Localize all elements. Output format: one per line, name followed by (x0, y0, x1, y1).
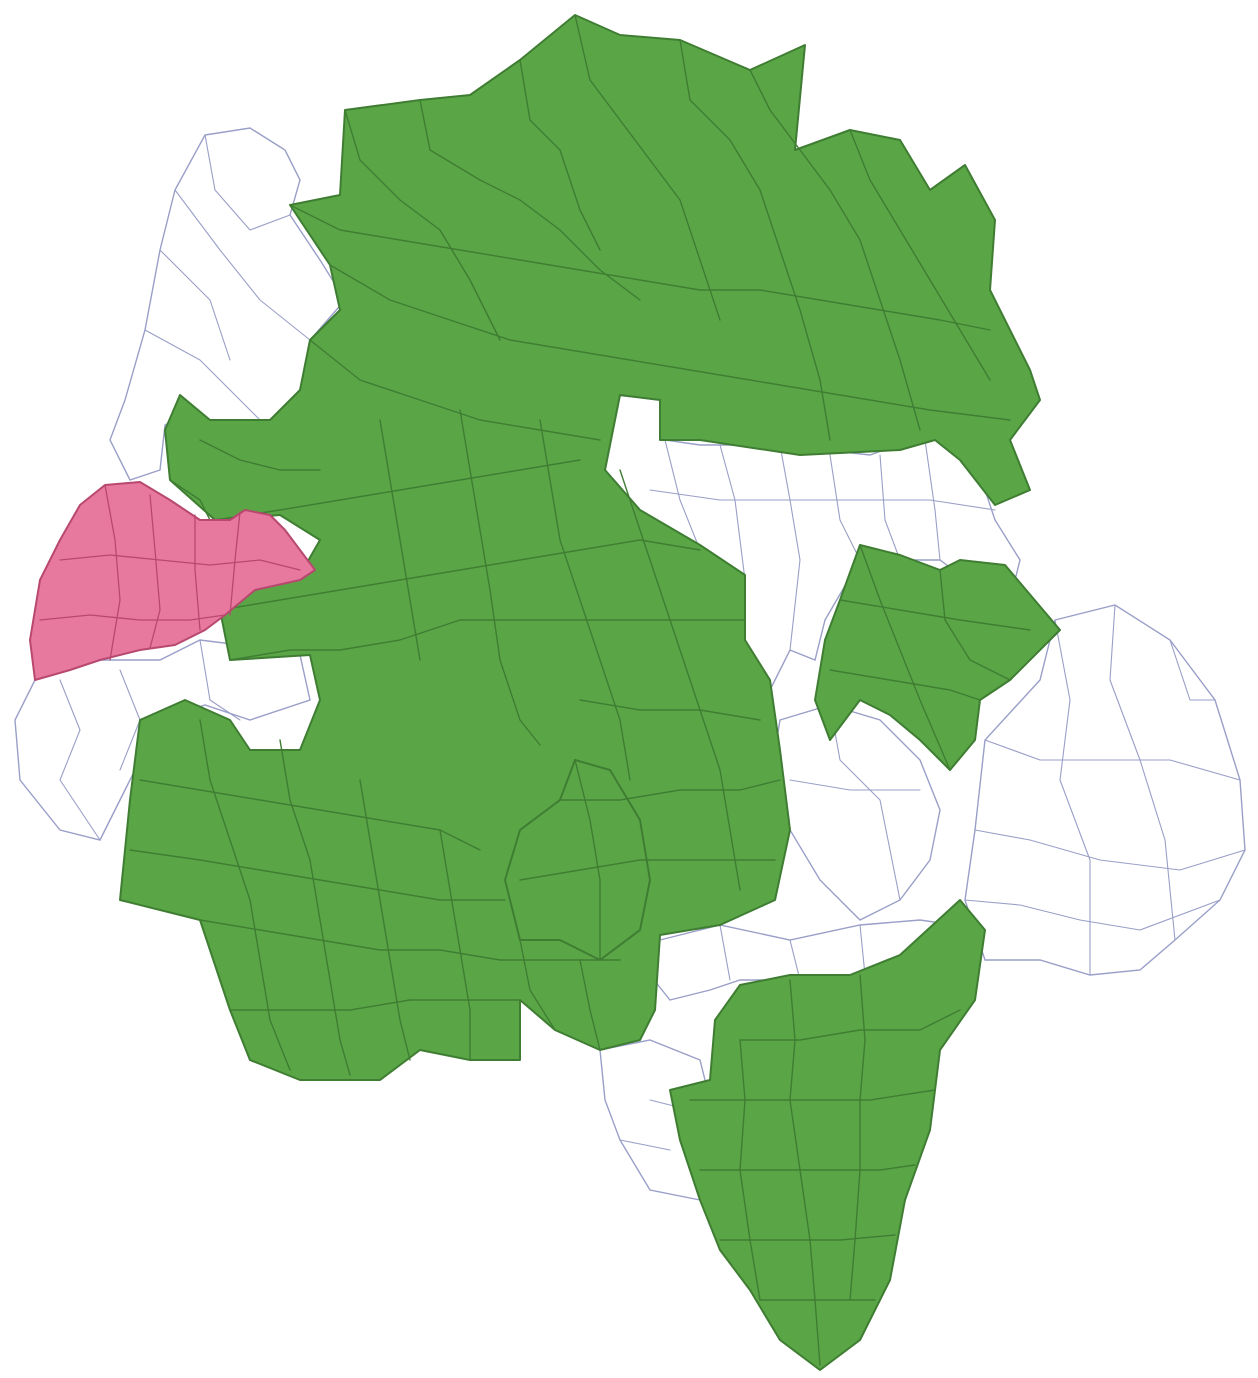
boundary-line (39, 614, 226, 621)
boundary-line (779, 444, 801, 651)
boundary-line (789, 939, 801, 981)
boundary-line (579, 699, 761, 721)
included-zone-southeast (669, 899, 986, 1371)
included-zones (119, 14, 1061, 1371)
boundary-line (574, 759, 601, 961)
boundary-line (344, 109, 501, 341)
boundary-line (859, 544, 951, 771)
boundary-line (539, 419, 631, 781)
boundary-line (579, 959, 601, 1051)
boundary-line (519, 939, 556, 1031)
boundary-line (879, 454, 901, 561)
highlighted-zone-boundaries (39, 484, 301, 661)
boundary-line (199, 719, 291, 1071)
boundary-line (619, 469, 741, 891)
boundary-line (59, 554, 301, 571)
boundary-line (229, 999, 521, 1011)
boundary-line (144, 329, 271, 431)
boundary-line (439, 829, 471, 1061)
boundary-line (359, 779, 411, 1061)
boundary-line (739, 1039, 761, 1301)
boundary-line (519, 59, 601, 251)
boundary-line (964, 899, 1221, 931)
boundary-line (849, 129, 991, 381)
boundary-line (829, 454, 861, 561)
boundary-line (59, 679, 101, 841)
boundary-line (1054, 619, 1091, 976)
boundary-line (329, 264, 1011, 421)
boundary-line (149, 494, 161, 649)
boundary-line (664, 439, 701, 551)
included-zone-east-cluster (814, 544, 1061, 771)
boundary-line (219, 539, 701, 611)
boundary-line (194, 514, 201, 631)
boundary-line (924, 439, 941, 561)
boundary-line (839, 599, 1031, 631)
boundary-line (129, 849, 506, 901)
boundary-line (519, 859, 776, 881)
boundary-line (379, 419, 421, 661)
boundary-line (689, 1089, 936, 1101)
boundary-line (984, 739, 1241, 781)
boundary-line (289, 204, 991, 331)
boundary-line (719, 924, 731, 981)
boundary-line (104, 484, 121, 661)
boundary-line (459, 409, 541, 746)
boundary-line (829, 669, 981, 701)
boundary-line (849, 974, 866, 1301)
boundary-line (199, 639, 241, 721)
boundary-line (279, 739, 351, 1076)
boundary-line (559, 779, 781, 801)
boundary-line (789, 979, 821, 1366)
boundary-line (649, 489, 996, 511)
boundary-line (199, 919, 621, 961)
excluded-zone-east (964, 604, 1246, 976)
boundary-line (309, 339, 601, 441)
boundary-line (974, 829, 1246, 871)
boundary-line (199, 439, 321, 471)
boundary-line (939, 569, 1011, 681)
boundary-line (749, 69, 921, 431)
boundary-line (174, 189, 311, 341)
boundary-line (859, 924, 866, 976)
excluded-zones (14, 127, 1246, 1201)
boundary-line (739, 1009, 961, 1041)
boundary-line (619, 1139, 671, 1151)
boundary-line (789, 779, 921, 791)
boundary-line (574, 14, 721, 321)
excluded-zone-west (14, 639, 311, 841)
boundary-line (679, 39, 831, 441)
highlighted-zone (29, 481, 316, 681)
boundary-line (1169, 639, 1216, 701)
boundary-line (204, 134, 291, 231)
boundary-line (159, 249, 231, 361)
boundary-line (214, 459, 581, 521)
boundary-line (229, 511, 241, 616)
boundary-line (419, 99, 641, 301)
included-zone-center-link (504, 759, 651, 961)
